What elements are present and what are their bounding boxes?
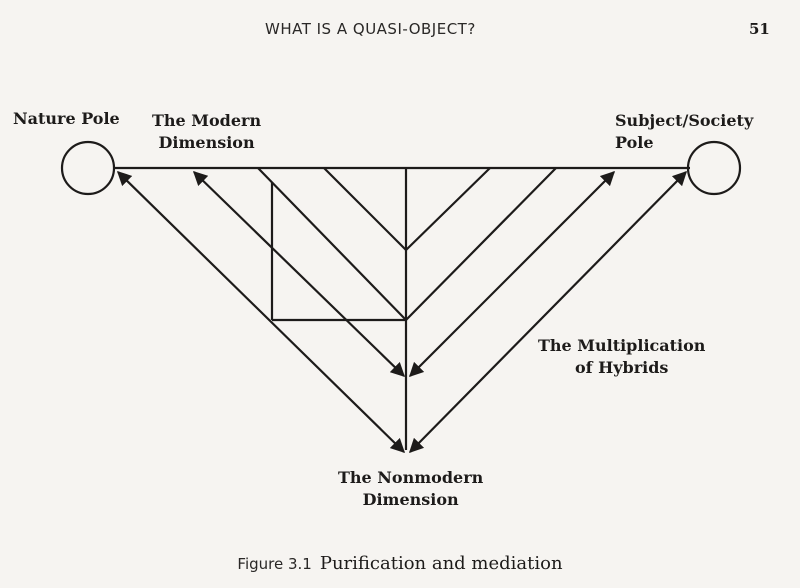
arrow-nature-nonmodern [116,170,406,454]
hybrid-line-right-2 [405,167,557,321]
figure-caption: Figure 3.1 Purification and mediation [0,553,800,574]
arrow-society-nonmodern [408,170,688,454]
nonmodern-dimension-label: The Nonmodern Dimension [338,468,484,509]
society-pole-circle [686,140,742,196]
hybrid-line-left-2 [257,167,407,321]
nature-pole-label: Nature Pole [13,109,120,128]
arrow-modern-right-inner [408,170,616,378]
figure-title: Purification and mediation [319,553,563,574]
figure-number: Figure 3.1 [237,555,312,573]
subject-society-pole-label: Subject/Society Pole [615,111,754,152]
hybrid-line-right-1 [405,167,491,251]
page-header: WHAT IS A QUASI-OBJECT? 51 [0,18,800,48]
page-number: 51 [749,20,770,38]
hybrid-line-left-1 [323,167,407,251]
arrow-modern-left-inner [192,171,406,377]
multiplication-of-hybrids-label: The Multiplication of Hybrids [538,336,706,377]
running-head: WHAT IS A QUASI-OBJECT? [265,20,476,38]
modern-dimension-label: The Modern Dimension [152,111,262,152]
nature-pole-circle [60,140,116,196]
